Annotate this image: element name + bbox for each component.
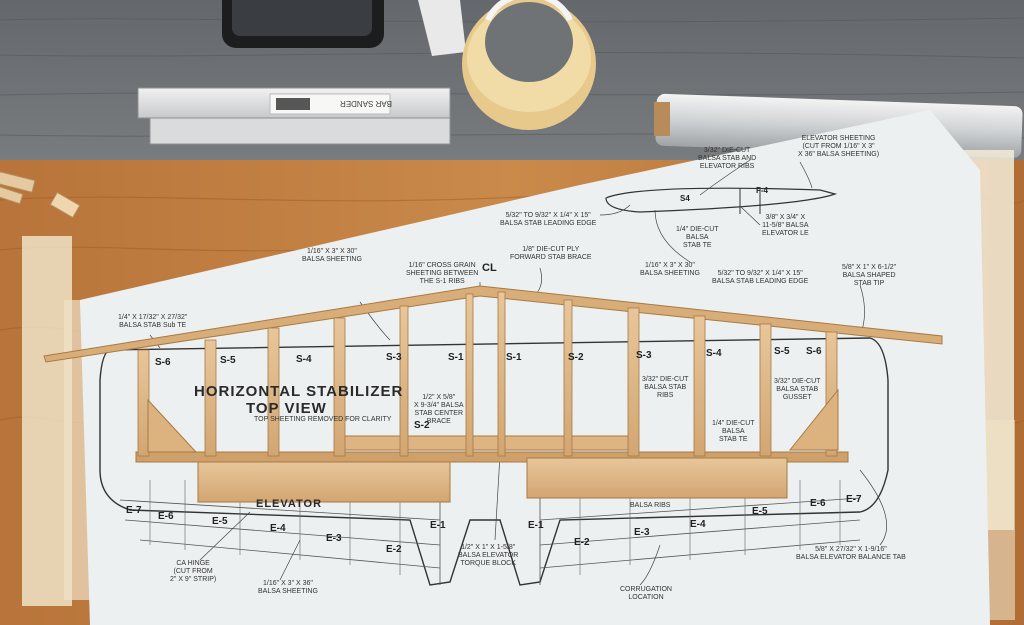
elev-rib-label: E-1 (430, 520, 446, 531)
section-label: F-4 (756, 186, 768, 195)
plan-label: 1/16" CROSS GRAIN SHEETING BETWEEN THE S… (406, 262, 479, 285)
balsa-ribs (137, 291, 838, 457)
elevator-hatch (119, 470, 861, 585)
tape-strip (22, 236, 72, 606)
elev-rib-label: E-3 (326, 533, 342, 544)
plan-label: 1/16" X 3" X 30" BALSA SHEETING (640, 262, 700, 277)
plan-label: CA HINGE (CUT FROM 2" X 9" STRIP) (170, 560, 217, 583)
plan-label: 5/32" TO 9/32" X 1/4" X 15" BALSA STAB L… (500, 212, 597, 227)
stab-gusset-left (147, 398, 198, 453)
stab-center-brace (337, 435, 639, 451)
plan-label: BALSA RIBS (630, 502, 671, 509)
plan-label: 1/16" X 3" X 30" BALSA SHEETING (302, 248, 362, 263)
elev-rib-label: E-6 (810, 498, 826, 509)
balsa-scrap (49, 191, 81, 219)
plan-title-line2: TOP VIEW (246, 400, 327, 417)
barcode (276, 98, 310, 110)
rib-label: S-5 (774, 346, 790, 357)
table-grain (0, 17, 1024, 139)
plan-label: 5/8" X 27/32" X 1-9/16" BALSA ELEVATOR B… (796, 546, 906, 561)
rib-label: S-6 (806, 346, 822, 357)
plan-label: 3/32" DIE-CUT BALSA STAB AND ELEVATOR RI… (698, 147, 757, 170)
plan-label: 1/8" DIE-CUT PLY FORWARD STAB BRACE (510, 246, 592, 261)
elevator-block-right (526, 457, 788, 499)
tape-roll-hole (485, 2, 573, 82)
rib-label: S-6 (155, 357, 171, 368)
plan-label: 3/32" DIE-CUT BALSA STAB RIBS (642, 376, 689, 399)
plan-label: 1/16" X 3" X 36" BALSA SHEETING (258, 580, 318, 595)
elev-rib-label: E-3 (634, 527, 650, 538)
plan-label: 5/8" X 1" X 6-1/2" BALSA SHAPED STAB TIP (842, 264, 897, 287)
paper-scrap (418, 0, 466, 56)
tablet-screen (232, 0, 372, 36)
elevator-block-left (197, 461, 451, 503)
plan-label: 1/4" DIE-CUT BALSA STAB TE (712, 420, 755, 443)
balsa-scrap (0, 171, 36, 193)
sander-brand-text: BAR SANDER (340, 99, 393, 108)
rib-label: S-3 (636, 350, 652, 361)
elev-rib-label: E-2 (574, 537, 590, 548)
plan-label: 3/8" X 3/4" X 11-5/8" BALSA ELEVATOR LE (762, 214, 809, 237)
plan-label: 1/4" DIE-CUT BALSA STAB TE (676, 226, 719, 249)
rib-label: S-4 (296, 354, 312, 365)
plan-subnote: TOP SHEETING REMOVED FOR CLARITY (254, 416, 392, 423)
elev-rib-label: E-4 (690, 519, 706, 530)
plan-label: 3/32" DIE-CUT BALSA STAB GUSSET (774, 378, 821, 401)
elevator-word: ELEVATOR (256, 498, 323, 510)
elev-rib-label: E-7 (846, 494, 862, 505)
plan-label: 5/32" TO 9/32" X 1/4" X 15" BALSA STAB L… (712, 270, 809, 285)
plan-label: CORRUGATION LOCATION (620, 586, 672, 601)
stab-gusset-right (788, 388, 839, 451)
centerline-mark: CL (482, 262, 497, 274)
elev-rib-label: E-7 (126, 505, 142, 516)
rib-label: S-5 (220, 355, 236, 366)
elev-rib-label: E-1 (528, 520, 544, 531)
plan-label: ELEVATOR SHEETING (CUT FROM 1/16" X 3" X… (798, 135, 880, 158)
section-label: S4 (680, 194, 690, 203)
bar-sander-base (149, 117, 451, 145)
rib-label: S-2 (568, 352, 584, 363)
elev-rib-label: E-6 (158, 511, 174, 522)
plan-title-line1: HORIZONTAL STABILIZER (194, 383, 404, 400)
elev-rib-label: E-4 (270, 523, 286, 534)
elev-rib-label: E-2 (386, 544, 402, 555)
plan-label: 1/2" X 1" X 1-5/8" BALSA ELEVATOR TORQUE… (458, 544, 519, 567)
rib-label: S-3 (386, 352, 402, 363)
elev-rib-label: E-5 (212, 516, 228, 527)
film-roll-core (654, 102, 670, 136)
rib-label: S-1 (448, 352, 464, 363)
plan-label: 1/4" X 17/32" X 27/32" BALSA STAB Sub TE (118, 314, 188, 329)
stab-trailing-edge (135, 451, 849, 463)
rib-label: S-4 (706, 348, 722, 359)
rib-label: S-2 (414, 420, 430, 431)
rib-label: S-1 (506, 352, 522, 363)
balsa-scrap (0, 185, 24, 205)
elev-rib-label: E-5 (752, 506, 768, 517)
airfoil-section (605, 187, 838, 213)
stabilizer-outline (99, 337, 889, 586)
plan-label: 1/2" X 5/8" X 9-3/4" BALSA STAB CENTER B… (414, 394, 464, 425)
